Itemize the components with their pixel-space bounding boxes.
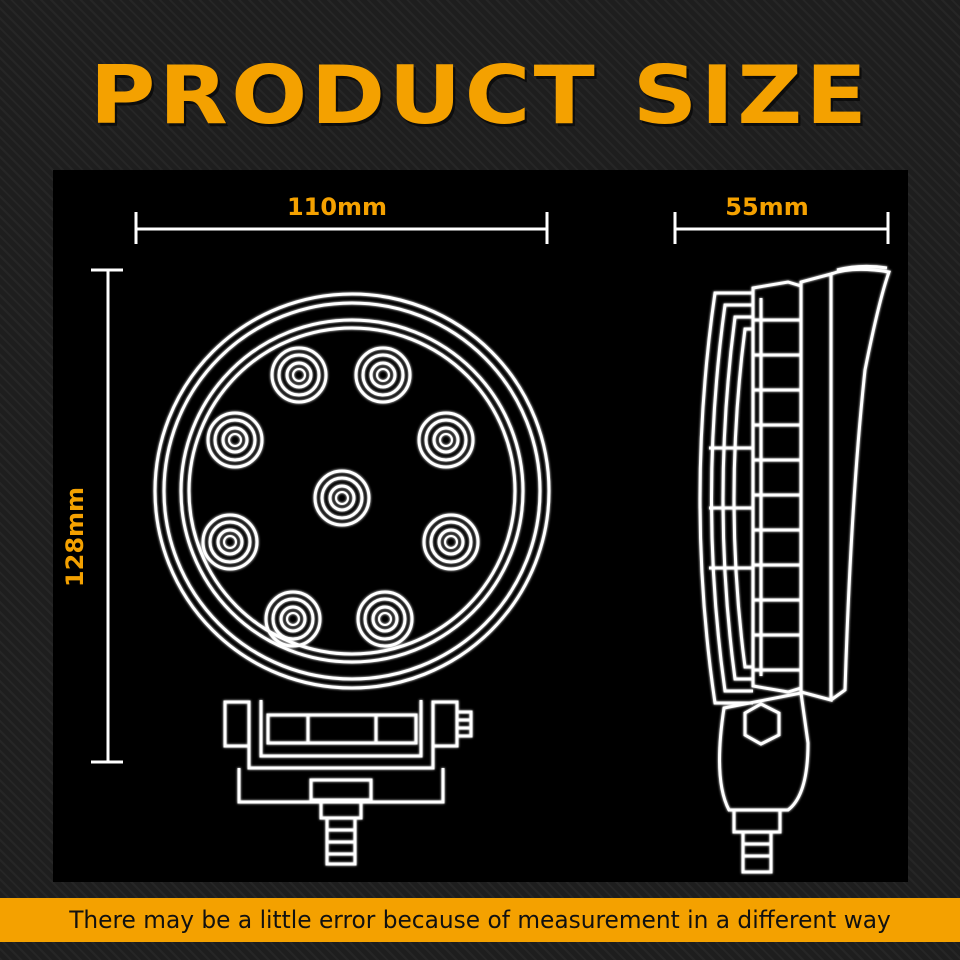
side-mount-bracket: [718, 691, 810, 812]
led-9: [356, 590, 414, 648]
led-7: [422, 513, 480, 571]
footer-band: There may be a little error because of m…: [0, 898, 960, 942]
front-housing: [153, 292, 551, 690]
page-title: PRODUCT SIZE: [89, 49, 871, 142]
led-1: [270, 346, 328, 404]
front-view: [153, 292, 551, 866]
led-6: [201, 513, 259, 571]
technical-drawing: 110mm 55mm 128mm: [61, 193, 892, 874]
height-dimension: 128mm: [61, 268, 123, 764]
led-2: [354, 346, 412, 404]
drawing-panel: 110mm 55mm 128mm: [53, 170, 908, 882]
depth-label: 55mm: [725, 193, 808, 221]
height-label: 128mm: [61, 487, 89, 587]
side-view: [698, 264, 892, 874]
led-8: [264, 590, 322, 648]
led-5: [313, 469, 371, 527]
side-connector-stud: [732, 808, 782, 874]
side-body: [751, 280, 803, 694]
led-4: [417, 411, 475, 469]
front-mount-bracket: [223, 700, 473, 804]
depth-dimension: 55mm: [673, 193, 890, 244]
width-dimension: 110mm: [134, 193, 549, 244]
led-array: [201, 346, 480, 648]
width-label: 110mm: [287, 193, 387, 221]
side-heatsink-fins: [698, 291, 753, 705]
side-front-lens: [799, 264, 892, 702]
disclaimer-text: There may be a little error because of m…: [69, 906, 891, 934]
led-3: [206, 411, 264, 469]
front-connector-stud: [309, 778, 373, 866]
